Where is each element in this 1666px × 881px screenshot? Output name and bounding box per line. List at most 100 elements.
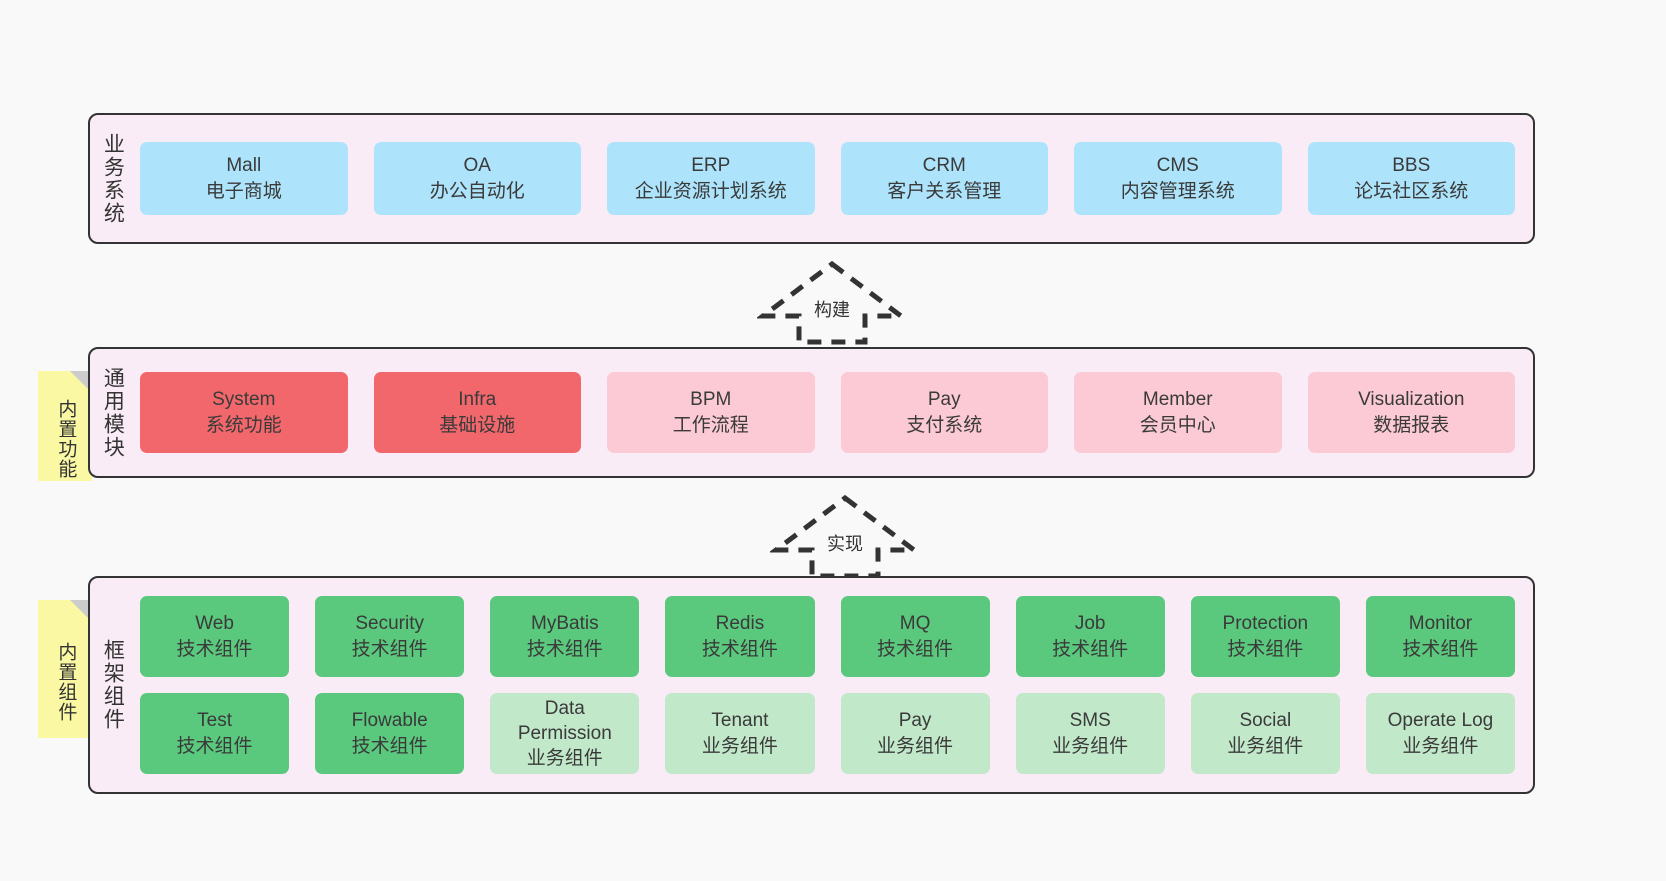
card-title-cn: 业务组件 [1402,735,1479,757]
card-test[interactable]: Test 技术组件 [140,693,290,774]
layer-body-common-modules: System 系统功能 Infra 基础设施 BPM 工作流程 Pay 支付系统… [134,349,1533,476]
layer-body-framework-components: Web 技术组件 Security 技术组件 MyBatis 技术组件 Redi… [134,578,1533,792]
card-mq[interactable]: MQ 技术组件 [840,596,990,677]
card-title-en: Infra [458,389,497,411]
card-title-cn: 技术组件 [1227,638,1304,660]
card-pay-component[interactable]: Pay 业务组件 [840,693,990,774]
card-security[interactable]: Security 技术组件 [315,596,465,677]
card-title-cn: 技术组件 [176,735,253,757]
card-title-cn: 客户关系管理 [887,180,1002,202]
card-title-cn: 技术组件 [176,638,253,660]
card-title-en: MyBatis [531,613,599,635]
note-text: 内置功能 [55,399,77,479]
layer-title-framework-components: 框架组件 [101,639,125,731]
card-title-en: BPM [690,389,732,411]
card-title-cn: 技术组件 [701,638,778,660]
card-redis[interactable]: Redis 技术组件 [665,596,815,677]
card-title-cn: 技术组件 [877,638,954,660]
card-infra[interactable]: Infra 基础设施 [373,372,581,453]
card-title-cn: 基础设施 [439,414,516,436]
card-row: System 系统功能 Infra 基础设施 BPM 工作流程 Pay 支付系统… [140,372,1515,453]
card-row: Test 技术组件 Flowable 技术组件 Data Permission … [140,693,1515,774]
card-data-permission[interactable]: Data Permission 业务组件 [490,693,640,774]
card-title-en: Member [1142,389,1213,411]
card-title-en: Tenant [711,710,769,732]
card-title-en: Redis [715,613,765,635]
layer-framework-components: 框架组件 Web 技术组件 Security 技术组件 MyBatis 技术组件… [88,576,1535,794]
card-protection[interactable]: Protection 技术组件 [1190,596,1340,677]
layer-common-modules: 通用模块 System 系统功能 Infra 基础设施 BPM 工作流程 Pay… [88,347,1535,478]
card-title-cn: 工作流程 [672,414,749,436]
card-social[interactable]: Social 业务组件 [1190,693,1340,774]
card-title-en: CRM [922,155,966,177]
card-mall[interactable]: Mall 电子商城 [140,142,348,215]
card-row: Mall 电子商城 OA 办公自动化 ERP 企业资源计划系统 CRM 客户关系… [140,142,1515,215]
card-title-cn: 支付系统 [906,414,983,436]
card-title-en: ERP [691,155,731,177]
card-tenant[interactable]: Tenant 业务组件 [665,693,815,774]
card-title-cn: 业务组件 [1227,735,1304,757]
card-title-en: Job [1074,613,1106,635]
card-title-en: Social [1239,710,1292,732]
card-title-cn: 数据报表 [1373,414,1450,436]
card-title-en: Visualization [1358,389,1465,411]
card-title-en: Flowable [351,710,428,732]
card-title-cn: 技术组件 [351,638,428,660]
note-text: 内置组件 [55,642,77,722]
card-oa[interactable]: OA 办公自动化 [373,142,581,215]
card-title-en: Pay [898,710,932,732]
card-title-cn: 企业资源计划系统 [634,180,787,202]
card-mybatis[interactable]: MyBatis 技术组件 [490,596,640,677]
card-title-en: Security [355,613,424,635]
card-title-cn: 办公自动化 [429,180,525,202]
card-title-cn: 论坛社区系统 [1354,180,1469,202]
card-title-en: Mall [226,155,262,177]
layer-title-business-system: 业务系统 [101,132,125,225]
card-row: Web 技术组件 Security 技术组件 MyBatis 技术组件 Redi… [140,596,1515,677]
card-title-cn: 技术组件 [1402,638,1479,660]
card-visualization[interactable]: Visualization 数据报表 [1307,372,1515,453]
card-title-cn: 业务组件 [877,735,954,757]
card-title-cn: 技术组件 [1052,638,1129,660]
card-title-en: System [212,389,276,411]
card-pay-module[interactable]: Pay 支付系统 [840,372,1048,453]
card-title-en: SMS [1069,710,1111,732]
card-bbs[interactable]: BBS 论坛社区系统 [1307,142,1515,215]
card-system[interactable]: System 系统功能 [140,372,348,453]
card-title-en: Operate Log [1387,710,1494,732]
card-flowable[interactable]: Flowable 技术组件 [315,693,465,774]
card-title-cn: 技术组件 [351,735,428,757]
card-cms[interactable]: CMS 内容管理系统 [1074,142,1282,215]
card-title-en: CMS [1156,155,1199,177]
layer-business-system: 业务系统 Mall 电子商城 OA 办公自动化 ERP 企业资源计划系统 CRM… [88,113,1535,244]
card-title-en: OA [463,155,491,177]
card-title-cn: 电子商城 [205,180,282,202]
card-title-cn: 业务组件 [1052,735,1129,757]
card-title-cn: 系统功能 [205,414,282,436]
card-monitor[interactable]: Monitor 技术组件 [1365,596,1515,677]
card-erp[interactable]: ERP 企业资源计划系统 [607,142,815,215]
layer-body-business-system: Mall 电子商城 OA 办公自动化 ERP 企业资源计划系统 CRM 客户关系… [134,115,1533,242]
card-title-en: Protection [1222,613,1309,635]
card-title-en: Pay [927,389,961,411]
card-member[interactable]: Member 会员中心 [1074,372,1282,453]
card-bpm[interactable]: BPM 工作流程 [607,372,815,453]
card-crm[interactable]: CRM 客户关系管理 [840,142,1048,215]
card-title-cn: 业务组件 [701,735,778,757]
card-job[interactable]: Job 技术组件 [1015,596,1165,677]
card-sms[interactable]: SMS 业务组件 [1015,693,1165,774]
card-operate-log[interactable]: Operate Log 业务组件 [1365,693,1515,774]
card-title-cn: 会员中心 [1139,414,1216,436]
card-title-en: Web [195,613,234,635]
note-built-in-functions: 内置功能 [38,371,92,481]
card-title-en: Test [197,710,232,732]
card-title-en: Monitor [1408,613,1473,635]
card-title-en: MQ [899,613,931,635]
card-title-en: BBS [1392,155,1431,177]
card-web[interactable]: Web 技术组件 [140,596,290,677]
layer-title-common-modules: 通用模块 [101,366,125,459]
arrow-up-implement: 实现 [770,492,920,582]
arrow-up-build: 构建 [757,258,907,348]
note-built-in-components: 内置组件 [38,600,92,738]
